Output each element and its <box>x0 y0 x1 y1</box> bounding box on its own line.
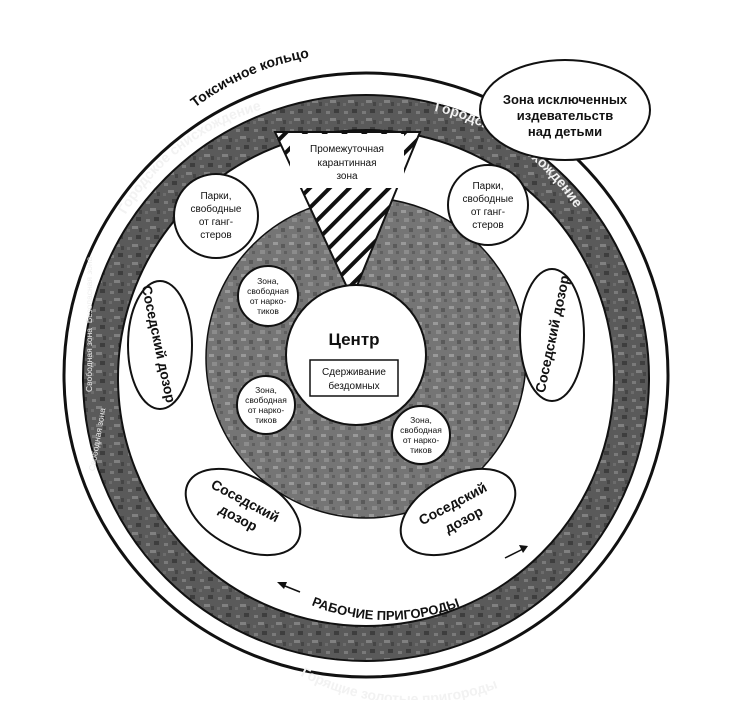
quarantine-label-bg <box>290 134 404 188</box>
svg-text:от нарко-: от нарко- <box>250 296 286 306</box>
center-circle <box>285 284 427 426</box>
parks-left: Парки, свободные от ганг- стеров <box>173 173 259 259</box>
svg-text:тиков: тиков <box>410 445 432 455</box>
arrow-right-icon <box>504 545 528 559</box>
svg-text:от нарко-: от нарко- <box>403 435 439 445</box>
svg-text:стеров: стеров <box>472 220 503 231</box>
center-title: Центр <box>328 330 379 349</box>
homeless-line-1: Сдерживание <box>322 367 386 378</box>
svg-text:Парки,: Парки, <box>472 181 503 192</box>
svg-text:свободные: свободные <box>463 193 514 205</box>
drug-free-zone-top: Зона, свободная от нарко- тиков <box>237 265 299 327</box>
abuse-free-zone: Зона исключенных издевательств над детьм… <box>479 59 651 161</box>
svg-text:свободная: свободная <box>400 425 442 435</box>
svg-text:свободная: свободная <box>247 286 289 296</box>
svg-text:Зона исключенных: Зона исключенных <box>503 92 628 107</box>
quarantine-line-1: Промежуточная <box>310 144 384 155</box>
parks-right: Парки, свободные от ганг- стеров <box>447 164 529 246</box>
svg-text:от ганг-: от ганг- <box>471 207 505 218</box>
watch-right: Соседский дозор <box>519 268 585 402</box>
svg-text:свободная: свободная <box>245 395 287 405</box>
quarantine-line-3: зона <box>336 171 358 182</box>
left-vertical-2: Свободная зона <box>84 328 94 392</box>
svg-text:от ганг-: от ганг- <box>199 217 233 228</box>
svg-text:свободные: свободные <box>191 203 242 215</box>
svg-text:тиков: тиков <box>257 306 279 316</box>
left-vertical-1: Безопасная зона <box>84 256 94 323</box>
svg-text:Парки,: Парки, <box>200 191 231 202</box>
drug-free-zone-mid: Зона, свободная от нарко- тиков <box>236 375 296 435</box>
svg-text:стеров: стеров <box>200 230 231 241</box>
svg-text:Зона,: Зона, <box>255 385 277 395</box>
svg-text:над детьми: над детьми <box>528 124 602 139</box>
quarantine-line-2: карантинная <box>318 158 377 169</box>
watch-left: Соседский дозор <box>127 280 193 410</box>
svg-text:от нарко-: от нарко- <box>248 405 284 415</box>
drug-free-zone-right: Зона, свободная от нарко- тиков <box>391 405 451 465</box>
watch-bottom-right: Соседский дозор <box>399 467 517 557</box>
homeless-line-2: бездомных <box>328 380 379 392</box>
svg-text:издевательств: издевательств <box>517 108 613 123</box>
arrow-left-icon <box>277 582 301 593</box>
svg-text:Зона,: Зона, <box>410 415 432 425</box>
homeless-box <box>309 359 399 397</box>
svg-text:Зона,: Зона, <box>257 276 279 286</box>
svg-text:тиков: тиков <box>255 415 277 425</box>
